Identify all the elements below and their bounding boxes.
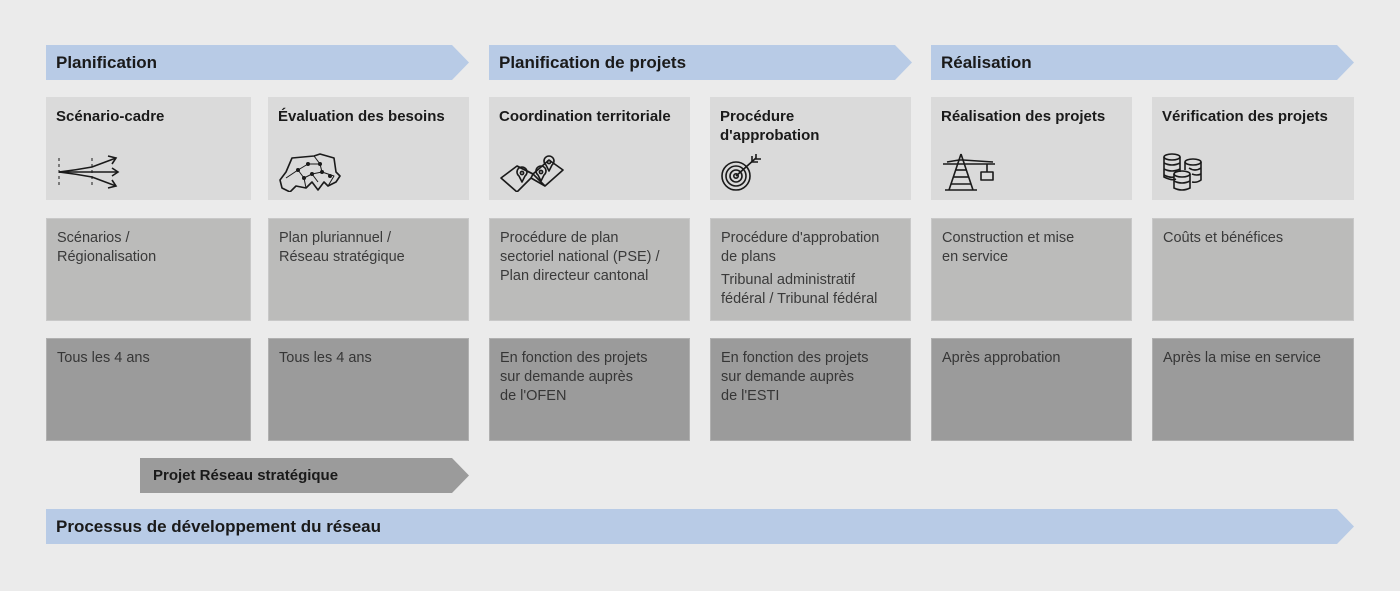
description-evaluation-des-besoins: Plan pluriannuel /Réseau stratégique — [268, 218, 469, 321]
step-procedure-approbation: Procédure d'approbation — [710, 97, 911, 200]
scenario-arrows-icon — [56, 152, 120, 192]
frequency-text: Tous les 4 ans — [279, 350, 372, 366]
description-text: Coûts et bénéfices — [1163, 230, 1284, 246]
map-pins-icon — [499, 152, 565, 192]
step-evaluation-des-besoins: Évaluation des besoins — [268, 97, 469, 200]
description-verification-des-projets: Coûts et bénéfices — [1152, 218, 1354, 321]
phase-realisation: Réalisation — [931, 45, 1354, 80]
frequency-text: Après la mise en service — [1163, 350, 1321, 366]
frequency-evaluation-des-besoins: Tous les 4 ans — [268, 338, 469, 441]
frequency-text: Tous les 4 ans — [57, 350, 150, 366]
target-icon — [720, 152, 764, 192]
step-title: Scénario-cadre — [56, 108, 165, 125]
description-text: Scénarios /Régionalisation — [57, 230, 157, 265]
frequency-text: Après approbation — [942, 350, 1061, 366]
phase-label: Planification de projets — [499, 52, 687, 72]
step-title: Évaluation des besoins — [278, 108, 445, 125]
step-title: Réalisation des projets — [941, 108, 1106, 125]
network-map-icon — [278, 152, 342, 192]
sub-process-label: Projet Réseau stratégique — [153, 467, 339, 484]
overall-process-arrow: Processus de développement du réseau — [46, 509, 1354, 544]
description-scenario-cadre: Scénarios /Régionalisation — [46, 218, 251, 321]
step-coordination-territoriale: Coordination territoriale — [489, 97, 690, 200]
step-verification-des-projets: Vérification des projets — [1152, 97, 1354, 200]
overall-process-label: Processus de développement du réseau — [56, 516, 382, 536]
phase-label: Réalisation — [941, 52, 1032, 72]
phase-planification-de-projets: Planification de projets — [489, 45, 912, 80]
step-scenario-cadre: Scénario-cadre — [46, 97, 251, 200]
phase-label: Planification — [56, 52, 158, 72]
step-title: Coordination territoriale — [499, 108, 671, 125]
sub-process-arrow: Projet Réseau stratégique — [140, 458, 469, 493]
step-title-line-1: Procédure — [720, 108, 795, 125]
pylon-icon — [941, 152, 997, 192]
frequency-verification-des-projets: Après la mise en service — [1152, 338, 1354, 441]
phase-planification: Planification — [46, 45, 469, 80]
step-title: Procédure d'approbation — [720, 107, 901, 145]
step-title: Vérification des projets — [1162, 108, 1328, 125]
frequency-scenario-cadre: Tous les 4 ans — [46, 338, 251, 441]
coins-icon — [1162, 152, 1206, 192]
step-realisation-des-projets: Réalisation des projets — [931, 97, 1132, 200]
step-title-line-2: d'approbation — [720, 127, 820, 144]
description-text: Plan pluriannuel /Réseau stratégique — [279, 230, 405, 265]
frequency-realisation-des-projets: Après approbation — [931, 338, 1132, 441]
